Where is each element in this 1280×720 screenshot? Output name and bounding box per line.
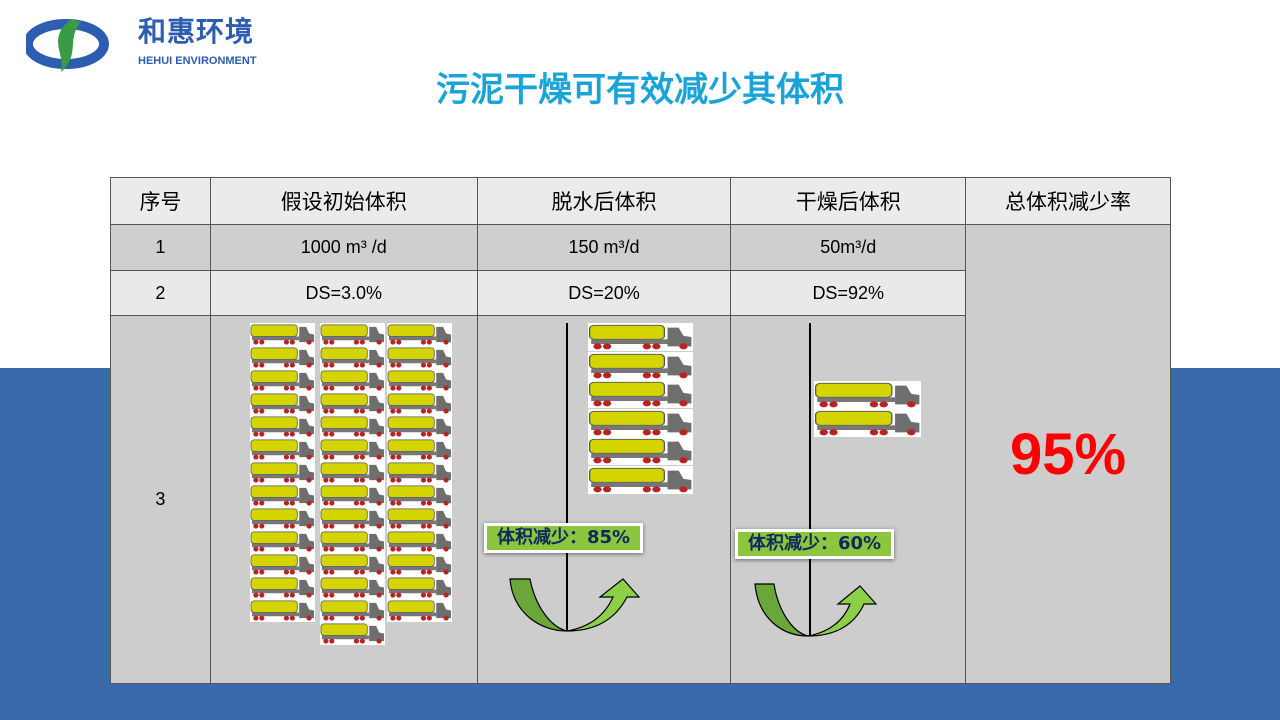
table-cell: 1000 m³ /d (209, 224, 478, 271)
tanker-truck-icon (250, 392, 315, 415)
header-cell: 干燥后体积 (730, 177, 967, 225)
tanker-truck-icon (387, 530, 452, 553)
tanker-truck-icon (250, 415, 315, 438)
tanker-truck-icon (250, 576, 315, 599)
tanker-truck-icon (320, 599, 385, 622)
tanker-truck-icon (588, 465, 693, 494)
tanker-truck-icon (320, 576, 385, 599)
tanker-truck-icon (387, 392, 452, 415)
tanker-truck-icon (814, 409, 921, 437)
tanker-truck-icon (588, 323, 693, 351)
table-cell: 1 (110, 224, 211, 271)
table-header-row: 序号 假设初始体积 脱水后体积 干燥后体积 总体积减少率 (110, 177, 1171, 225)
table-cell: 50m³/d (730, 224, 967, 271)
tanker-truck-icon (250, 461, 315, 484)
tanker-truck-icon (588, 437, 693, 465)
header-cell: 脱水后体积 (476, 177, 732, 225)
tanker-truck-icon (387, 346, 452, 369)
tanker-truck-icon (320, 323, 385, 346)
tanker-truck-icon (250, 553, 315, 576)
tanker-truck-icon (387, 599, 452, 622)
table-cell: 2 (110, 270, 211, 316)
tanker-truck-icon (250, 530, 315, 553)
tanker-truck-icon (387, 507, 452, 530)
tanker-truck-icon (320, 369, 385, 392)
logo-emblem-icon (23, 19, 109, 72)
tanker-truck-icon (250, 599, 315, 622)
company-logo: 和惠环境 HEHUI ENVIRONMENT (23, 14, 257, 78)
logo-text-en: HEHUI ENVIRONMENT (138, 55, 257, 67)
table-cell: DS=3.0% (209, 270, 478, 316)
tanker-truck-icon (320, 461, 385, 484)
tanker-truck-icon (250, 323, 315, 346)
header-cell: 假设初始体积 (209, 177, 478, 225)
tanker-truck-icon (250, 484, 315, 507)
tanker-truck-icon (814, 381, 921, 409)
dry-reduction-label: 体积减少：60% (735, 529, 895, 559)
tanker-truck-icon (320, 507, 385, 530)
curved-arrow-icon (509, 578, 641, 632)
table-cell: 3 (110, 315, 211, 684)
tanker-truck-icon (387, 461, 452, 484)
tanker-truck-icon (250, 438, 315, 461)
table-cell: 150 m³/d (476, 224, 732, 271)
table-row: 1 1000 m³ /d 150 m³/d 50m³/d 95% (110, 224, 1171, 684)
tanker-truck-icon (320, 622, 385, 645)
total-reduction-value: 95% (965, 224, 1171, 684)
header-cell: 总体积减少率 (965, 177, 1171, 225)
tanker-truck-icon (588, 408, 693, 437)
tanker-truck-icon (387, 323, 452, 346)
tanker-truck-icon (250, 369, 315, 392)
slide-title: 污泥干燥可有效减少其体积 (436, 70, 844, 110)
header-cell: 序号 (110, 177, 211, 225)
tanker-truck-icon (387, 484, 452, 507)
tanker-truck-icon (588, 380, 693, 408)
tanker-truck-icon (320, 392, 385, 415)
dewater-reduction-label: 体积减少：85% (484, 523, 644, 553)
tanker-truck-icon (320, 346, 385, 369)
tanker-truck-icon (320, 553, 385, 576)
axis-line (809, 323, 811, 636)
table-cell: DS=20% (476, 270, 732, 316)
axis-line (566, 323, 568, 631)
tanker-truck-icon (387, 438, 452, 461)
tanker-truck-icon (387, 553, 452, 576)
table-cell: DS=92% (730, 270, 967, 316)
logo-text-cn: 和惠环境 (138, 15, 255, 48)
tanker-truck-icon (320, 438, 385, 461)
tanker-truck-icon (250, 346, 315, 369)
tanker-truck-icon (588, 351, 693, 380)
tanker-truck-icon (320, 530, 385, 553)
curved-arrow-icon (754, 583, 878, 637)
tanker-truck-icon (320, 484, 385, 507)
tanker-truck-icon (387, 369, 452, 392)
tanker-truck-icon (387, 576, 452, 599)
tanker-truck-icon (387, 415, 452, 438)
tanker-truck-icon (320, 415, 385, 438)
tanker-truck-icon (250, 507, 315, 530)
table-row: 2 DS=3.0% DS=20% DS=92% (110, 270, 1171, 316)
